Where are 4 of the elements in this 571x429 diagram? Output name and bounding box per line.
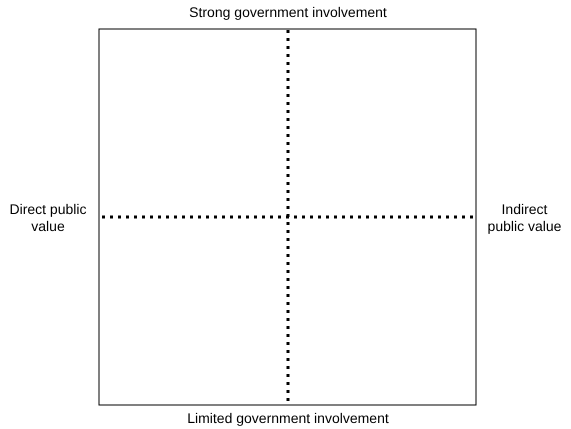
axis-label: Limited government involvement <box>186 410 390 427</box>
axis-label: Indirect public value <box>486 201 562 235</box>
axis-label: Strong government involvement <box>188 4 388 21</box>
axis-label: Direct public value <box>8 201 88 235</box>
